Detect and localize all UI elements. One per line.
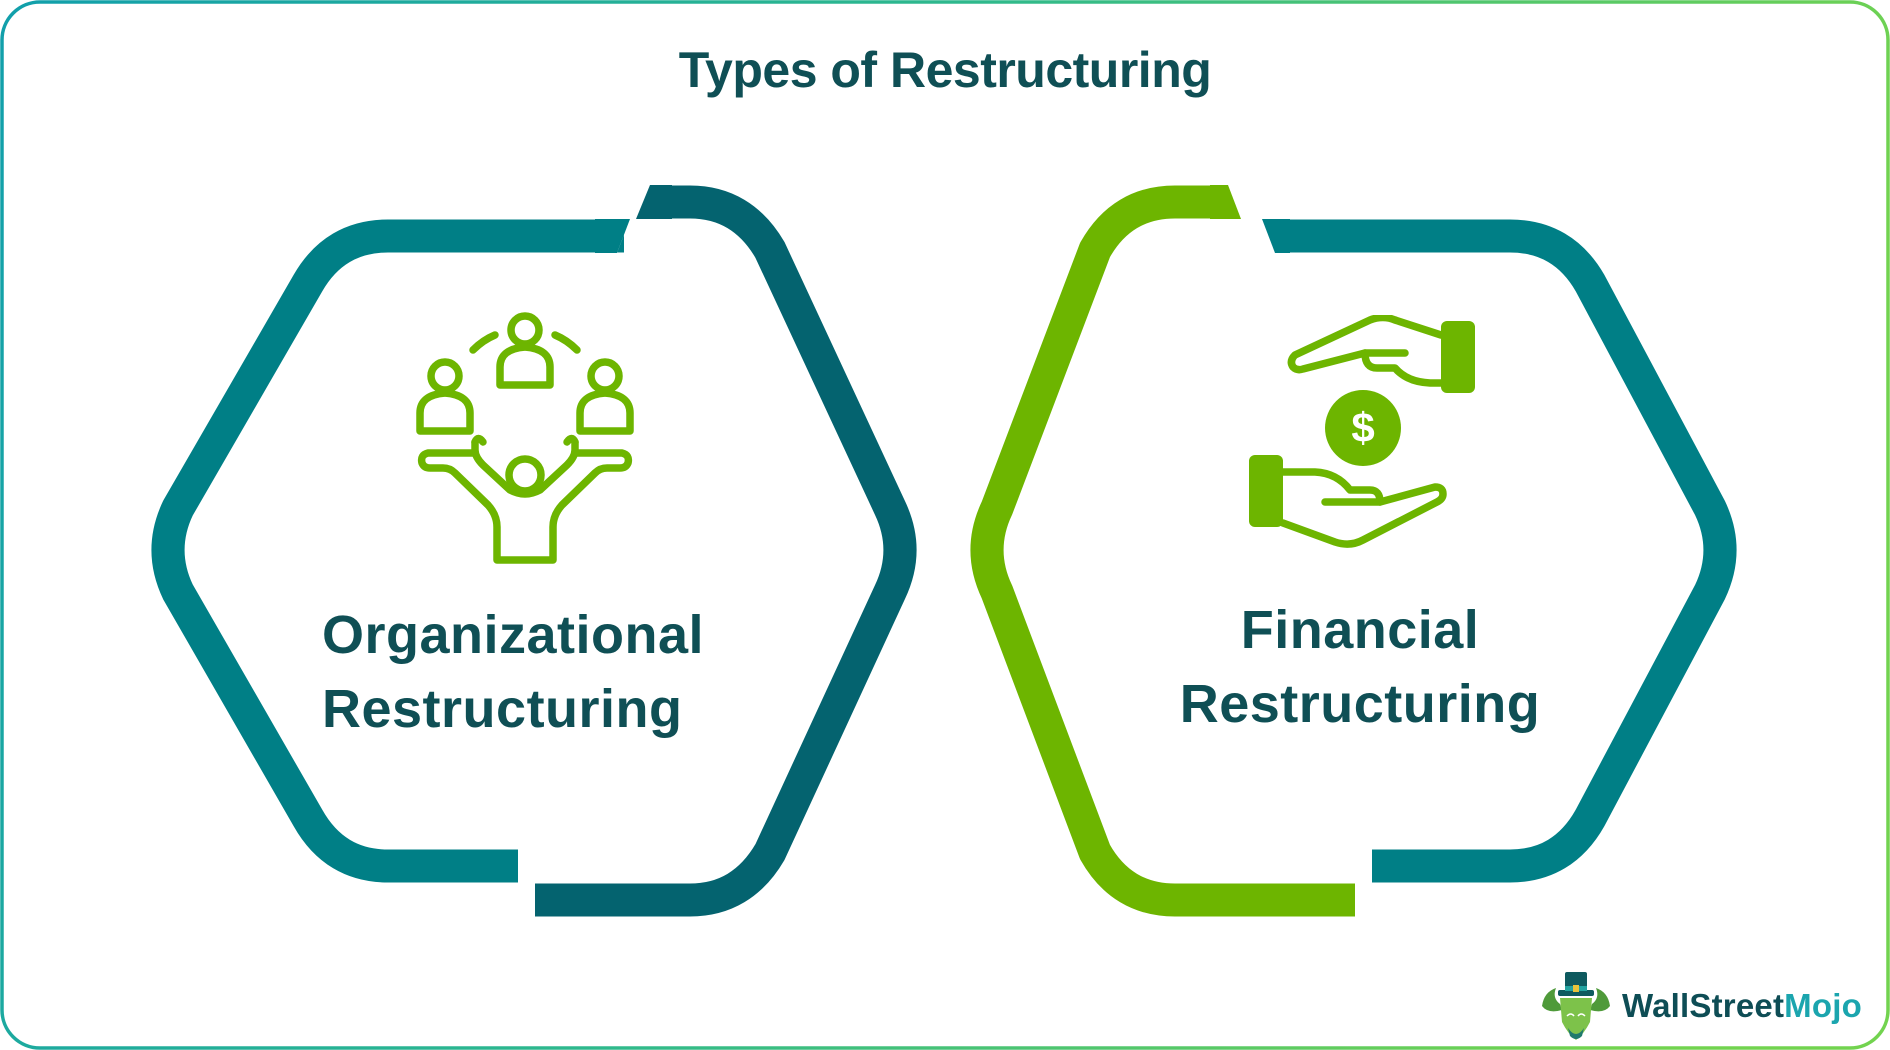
logo-wordmark: WallStreetMojo: [1622, 987, 1862, 1025]
label-line-1: Financial: [1240, 600, 1480, 660]
left-hexagon-dark-segment: [535, 185, 917, 917]
organizational-restructuring-label: Organizational Restructuring: [322, 598, 704, 746]
label-line-1: Organizational: [322, 605, 705, 665]
wallstreetmojo-logo: WallStreetMojo: [1538, 970, 1862, 1042]
logo-text-mojo: Mojo: [1784, 987, 1862, 1024]
logo-text-wallstreet: WallStreet: [1622, 987, 1785, 1024]
right-hexagon-teal-segment: [1275, 219, 1737, 883]
team-juggling-people-icon: [416, 312, 634, 564]
right-hexagon-outline: [970, 185, 1737, 917]
right-hexagon-green-segment: [970, 185, 1355, 917]
label-line-2: Restructuring: [1179, 674, 1541, 734]
hands-giving-dollar-coin-icon: $: [1249, 315, 1475, 548]
svg-text:$: $: [1351, 404, 1374, 451]
financial-restructuring-label: Financial Restructuring: [1150, 593, 1570, 741]
left-hexagon-outline: [151, 185, 917, 917]
left-hexagon-teal-segment: [151, 219, 624, 883]
page-title: Types of Restructuring: [678, 42, 1212, 98]
label-line-2: Restructuring: [322, 679, 683, 739]
bull-with-top-hat-icon: [1542, 972, 1610, 1040]
